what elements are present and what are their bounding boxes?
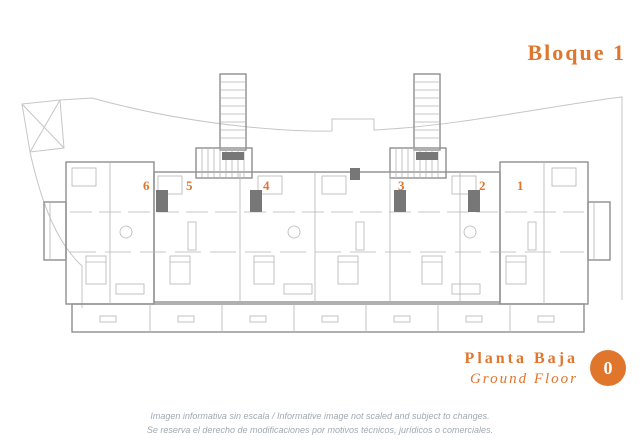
unit-number-2: 2 xyxy=(479,178,486,193)
unit-number-3: 3 xyxy=(398,178,405,193)
unit-number-4: 4 xyxy=(263,178,270,193)
floor-number-badge: 0 xyxy=(590,350,626,386)
disclaimer: Imagen informativa sin escala / Informat… xyxy=(0,410,640,437)
disclaimer-line-1: Imagen informativa sin escala / Informat… xyxy=(150,411,490,421)
unit-number-1: 1 xyxy=(517,178,524,193)
unit-number-5: 5 xyxy=(186,178,193,193)
floor-name-spanish: Planta Baja xyxy=(464,350,578,367)
unit-number-6: 6 xyxy=(143,178,150,193)
block-title: Bloque 1 xyxy=(527,40,626,65)
floor-name-english: Ground Floor xyxy=(469,371,578,387)
disclaimer-line-2: Se reserva el derecho de modificaciones … xyxy=(146,424,494,435)
floor-label: Planta Baja Ground Floor xyxy=(465,350,578,388)
